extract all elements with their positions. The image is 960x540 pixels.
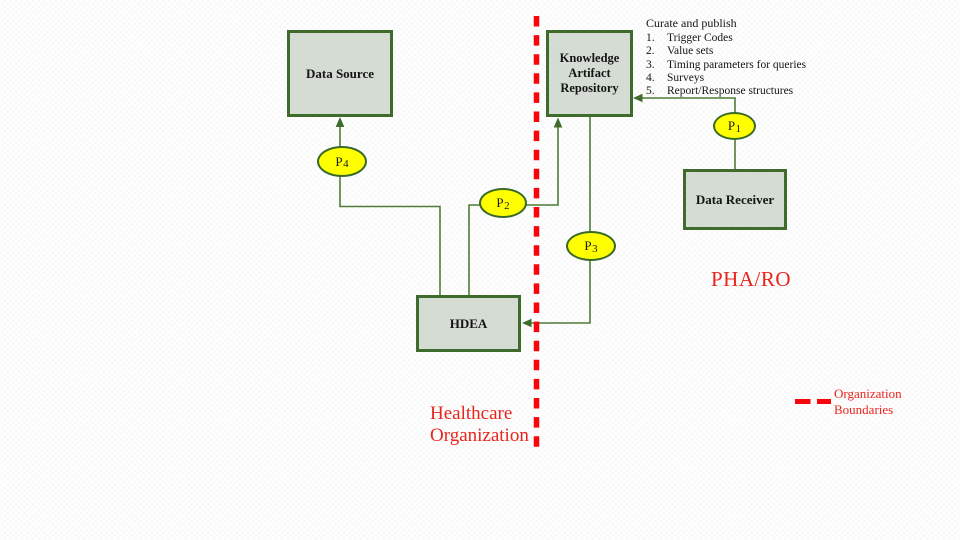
arrowhead-into-repository-bottom (553, 117, 563, 128)
curate-publish-annotation: Curate and publish 1. Trigger Codes 2. V… (646, 16, 876, 98)
annotation-item: 5. Report/Response structures (646, 85, 794, 98)
connector-data-receiver-to-repository (642, 97, 736, 169)
p4-label: P4 (335, 153, 349, 171)
arrowhead-into-hdea (522, 318, 532, 328)
p3-label: P3 (584, 238, 598, 255)
process-node-p3: P3 (566, 231, 616, 261)
arrowhead-into-data-source (335, 117, 345, 127)
knowledge-artifact-repository-label: Knowledge Artifact Repository (559, 50, 620, 96)
hdea-label: HDEA (449, 315, 488, 331)
data-receiver-box: Data Receiver (683, 169, 787, 230)
process-node-p4: P4 (317, 146, 367, 177)
p2-label: P2 (496, 195, 510, 212)
pha-ro-region-label: PHA/RO (711, 267, 792, 291)
connector-repository-to-hdea (531, 117, 591, 324)
annotation-item: 3. Timing parameters for queries (646, 58, 807, 71)
healthcare-organization-region-label: Healthcare Organization (430, 403, 529, 446)
data-source-label: Data Source (305, 65, 374, 81)
arrowhead-into-repository-right (633, 93, 643, 103)
process-node-p1: P1 (713, 112, 756, 140)
p1-label: P1 (727, 118, 742, 135)
hdea-box: HDEA (416, 295, 521, 352)
knowledge-artifact-repository-box: Knowledge Artifact Repository (546, 30, 633, 117)
organization-boundaries-legend-label: Organization Boundaries (834, 386, 902, 417)
data-source-box: Data Source (287, 30, 393, 117)
annotation-item: 1. Trigger Codes (646, 32, 733, 44)
data-receiver-label: Data Receiver (695, 191, 775, 207)
annotation-item: 2. Value sets (646, 45, 714, 58)
annotation-title: Curate and publish (646, 16, 737, 30)
process-node-p2: P2 (479, 188, 527, 218)
annotation-item: 4. Surveys (646, 71, 705, 84)
